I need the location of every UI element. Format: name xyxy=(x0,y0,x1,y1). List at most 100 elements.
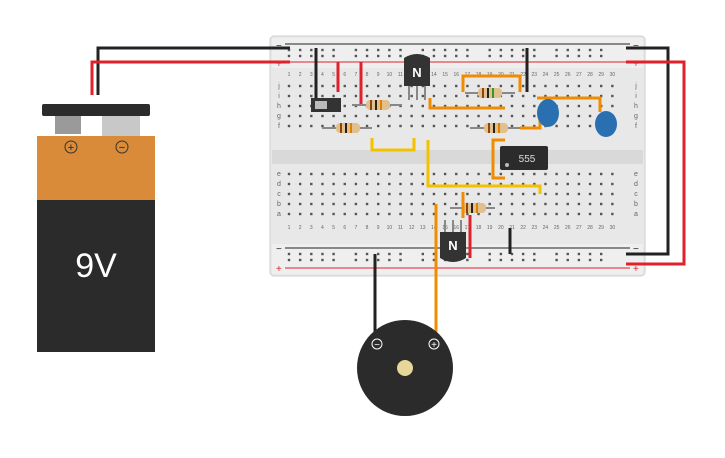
rail-hole xyxy=(600,252,603,256)
rail-hole xyxy=(298,54,302,58)
terminal-hole xyxy=(443,212,447,216)
rail-hole xyxy=(499,258,503,262)
terminal-hole xyxy=(399,212,402,216)
column-number: 13 xyxy=(420,225,426,231)
terminal-hole xyxy=(310,84,313,88)
terminal-hole xyxy=(466,192,469,196)
ic-555-pin1-marker xyxy=(505,163,509,167)
terminal-hole xyxy=(544,182,547,186)
transistor-top: N xyxy=(404,54,430,100)
rail-hole xyxy=(399,258,402,262)
terminal-hole xyxy=(566,114,569,118)
column-number: 11 xyxy=(398,72,403,78)
rail-minus-bottom-left: − xyxy=(276,244,282,255)
terminal-hole xyxy=(354,94,358,98)
terminal-hole xyxy=(321,182,324,186)
terminal-hole xyxy=(377,84,380,88)
terminal-hole xyxy=(510,212,514,216)
terminal-hole xyxy=(287,212,291,216)
row-letter: i xyxy=(278,93,280,100)
rail-hole xyxy=(521,54,525,58)
breadboard: − + − + − + − + 112233445566778899101011… xyxy=(269,35,646,277)
terminal-hole xyxy=(377,182,380,186)
terminal-hole xyxy=(410,202,413,206)
terminal-hole xyxy=(399,192,402,196)
jumper-orange-1 xyxy=(461,74,522,92)
terminal-hole xyxy=(588,84,592,88)
terminal-hole xyxy=(343,84,346,88)
terminal-hole xyxy=(600,212,603,216)
rail-hole xyxy=(377,54,380,58)
jumper-yellow-2 xyxy=(426,140,542,194)
terminal-hole xyxy=(388,192,391,196)
rail-hole xyxy=(588,48,592,52)
terminal-hole xyxy=(555,202,558,206)
rail-hole xyxy=(455,48,458,52)
column-number: 29 xyxy=(598,72,604,78)
column-number: 30 xyxy=(610,225,616,231)
terminal-hole xyxy=(298,104,302,108)
rail-hole xyxy=(321,54,324,58)
terminal-hole xyxy=(611,94,614,98)
terminal-hole xyxy=(611,182,614,186)
rail-hole xyxy=(600,48,603,52)
terminal-hole xyxy=(588,114,592,118)
terminal-hole xyxy=(588,182,592,186)
terminal-hole xyxy=(287,124,291,128)
terminal-hole xyxy=(343,114,346,118)
terminal-hole xyxy=(555,212,558,216)
terminal-hole xyxy=(499,84,503,88)
rail-hole xyxy=(421,258,424,262)
terminal-hole xyxy=(298,172,302,176)
terminal-hole xyxy=(365,114,369,118)
terminal-hole xyxy=(365,172,369,176)
terminal-hole xyxy=(310,192,313,196)
terminal-hole xyxy=(521,172,525,176)
rail-hole xyxy=(399,54,402,58)
terminal-hole xyxy=(298,192,302,196)
terminal-hole xyxy=(332,172,335,176)
terminal-hole xyxy=(332,202,335,206)
rail-hole xyxy=(510,54,514,58)
battery-plus-symbol: + xyxy=(68,142,74,154)
column-number: 18 xyxy=(476,225,482,231)
terminal-hole xyxy=(499,172,503,176)
rail-hole xyxy=(421,252,424,256)
switch-knob[interactable] xyxy=(315,101,327,109)
rail-hole xyxy=(588,252,592,256)
capacitor-1-body xyxy=(537,99,559,127)
rail-hole xyxy=(365,48,369,52)
rail-hole xyxy=(298,252,302,256)
battery-plus-circle xyxy=(64,140,78,154)
terminal-hole xyxy=(521,212,525,216)
terminal-hole xyxy=(365,192,369,196)
terminal-hole xyxy=(321,84,324,88)
terminal-hole xyxy=(332,212,335,216)
rail-hole xyxy=(488,258,491,262)
rail-jumper-negative xyxy=(626,46,670,256)
terminal-hole xyxy=(555,84,558,88)
terminal-hole xyxy=(588,172,592,176)
battery-minus-circle xyxy=(115,140,129,154)
buzzer-minus-circle xyxy=(371,338,383,350)
terminal-hole xyxy=(611,84,614,88)
rail-hole xyxy=(332,48,335,52)
terminal-hole xyxy=(377,192,380,196)
resistor-1 xyxy=(352,100,402,110)
battery-minus-symbol: − xyxy=(119,142,125,154)
terminal-hole xyxy=(488,172,491,176)
row-letter: c xyxy=(634,191,638,198)
buzzer-plus-symbol: + xyxy=(431,340,437,351)
terminal-hole xyxy=(533,124,536,128)
ic-555-body xyxy=(500,146,548,170)
rail-hole xyxy=(287,258,291,262)
rail-hole xyxy=(298,48,302,52)
terminal-hole xyxy=(343,212,346,216)
terminal-hole xyxy=(577,124,581,128)
terminal-hole xyxy=(432,202,436,206)
row-letter: g xyxy=(277,113,281,120)
column-number: 28 xyxy=(587,72,593,78)
slide-switch[interactable] xyxy=(311,98,341,112)
